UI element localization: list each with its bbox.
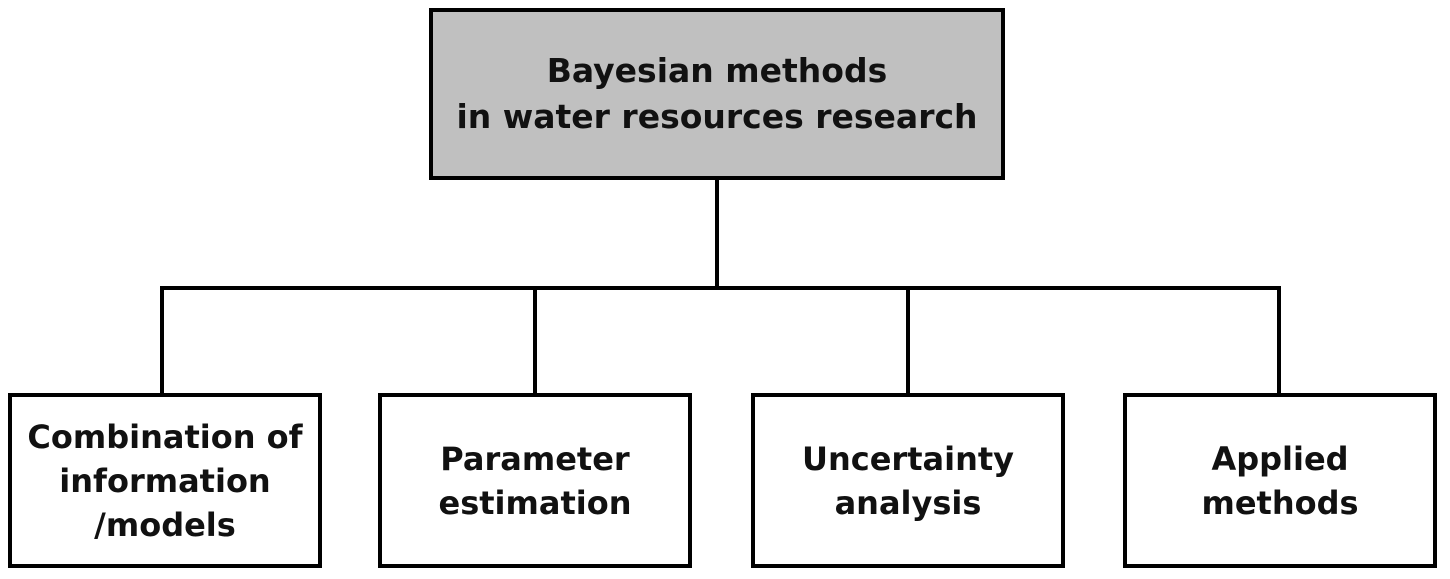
child-node-applied-methods: Applied methods [1123, 393, 1437, 568]
root-label-line-2: in water resources research [456, 97, 978, 136]
child-label-line: Applied [1211, 439, 1349, 478]
child-label-line: Uncertainty [801, 439, 1014, 478]
child-label-line: Parameter [440, 439, 630, 478]
child-label-line: /models [94, 505, 236, 544]
child-label-line: estimation [438, 483, 632, 522]
child-node-combination-of-information: Combination of information /models [8, 393, 322, 568]
root-label-line-1: Bayesian methods [546, 51, 888, 90]
child-label-line: analysis [834, 483, 982, 522]
child-label-line: information [59, 461, 271, 500]
child-label-line: Combination of [27, 417, 303, 456]
child-node-uncertainty-analysis: Uncertainty analysis [751, 393, 1065, 568]
child-node-parameter-estimation: Parameter estimation [378, 393, 692, 568]
child-label-line: methods [1201, 483, 1359, 522]
root-node-bayesian-methods: Bayesian methods in water resources rese… [429, 8, 1005, 180]
